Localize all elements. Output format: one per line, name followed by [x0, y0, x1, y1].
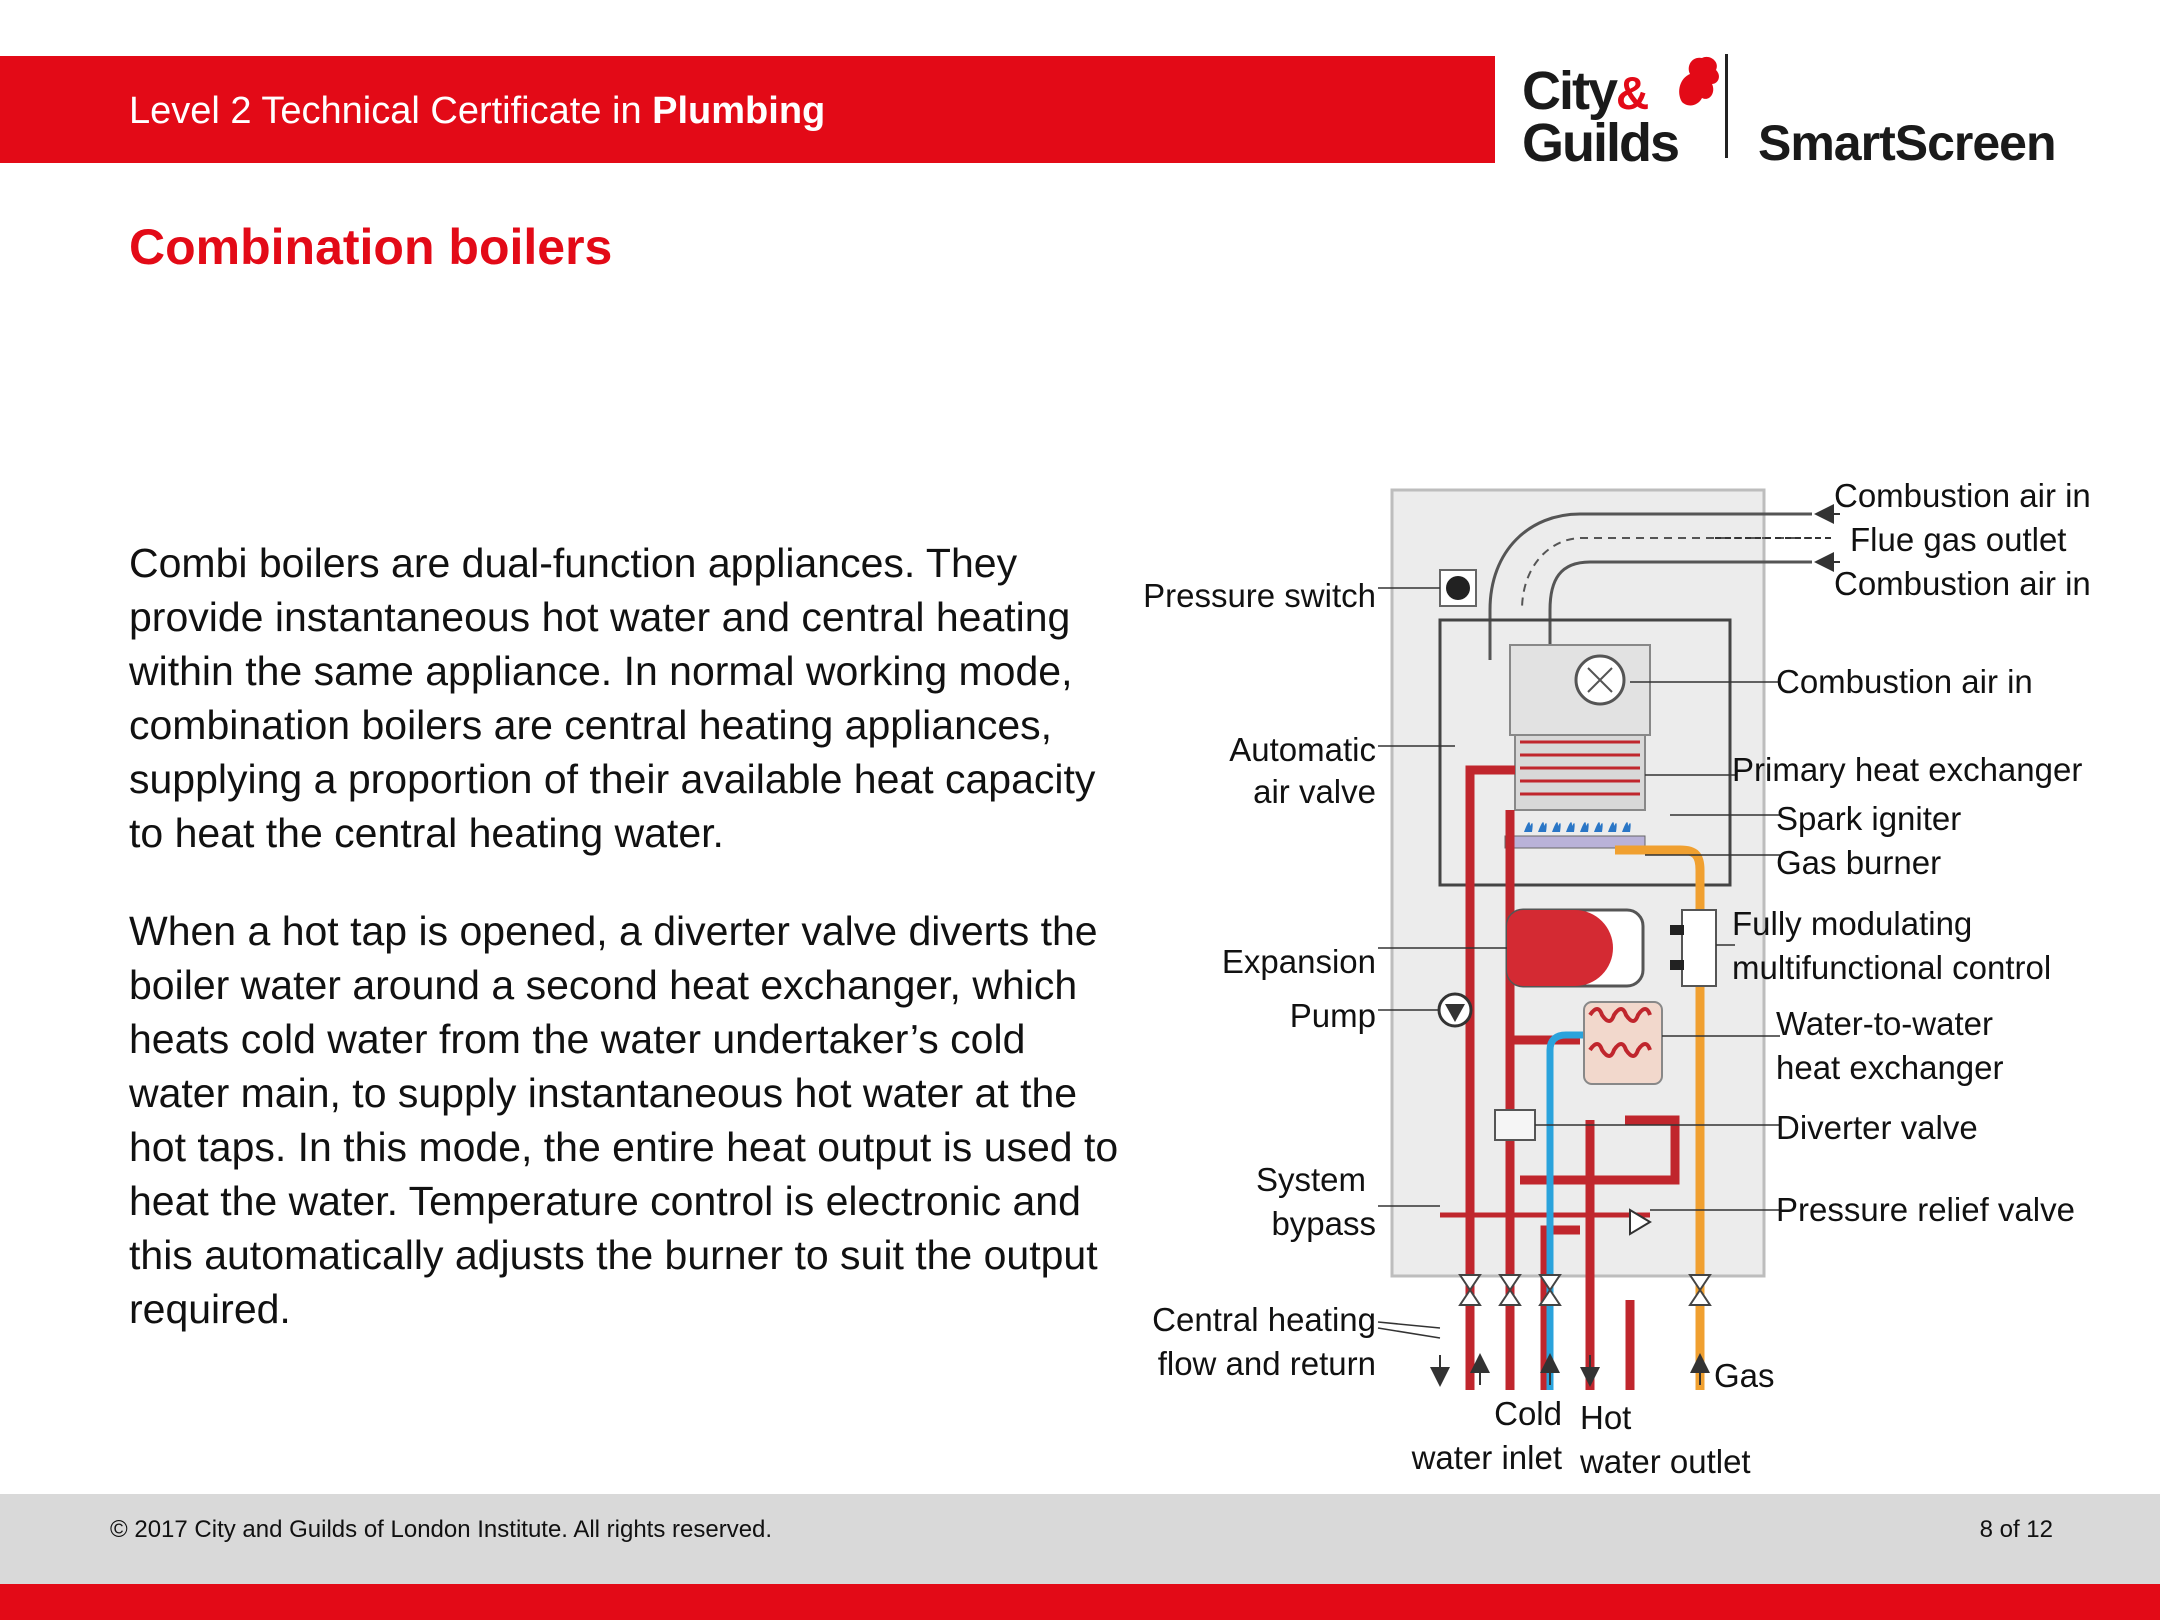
paragraph-2: When a hot tap is opened, a diverter val…: [129, 908, 1119, 1332]
label-water-to-water-line2: heat exchanger: [1776, 1049, 2004, 1086]
label-automatic-air-valve-line1: Automatic: [1229, 731, 1376, 768]
gas-control-shape: [1681, 909, 1717, 987]
header-bar: Level 2 Technical Certificate in Plumbin…: [0, 56, 1495, 163]
smartscreen-wordmark: SmartScreen: [1758, 115, 2056, 171]
label-combustion-air-in-top: Combustion air in: [1834, 477, 2091, 514]
label-central-heating-line1: Central heating: [1152, 1301, 1376, 1338]
label-gas: Gas: [1714, 1357, 1775, 1394]
combi-boiler-diagram: Combustion air in Flue gas outlet Combus…: [1110, 470, 2160, 1480]
label-pressure-relief-valve: Pressure relief valve: [1776, 1191, 2075, 1228]
relief-valve-shape: [1629, 1208, 1652, 1236]
heat-exchanger-shape: [1514, 734, 1646, 811]
bottom-red-stripe: [0, 1584, 2160, 1620]
page-title: Combination boilers: [129, 219, 613, 275]
label-system-bypass-line2: bypass: [1271, 1205, 1376, 1242]
brand-city: City: [1522, 61, 1618, 121]
label-cold-line1: Cold: [1494, 1395, 1562, 1432]
label-hot-line1: Hot: [1580, 1399, 1632, 1436]
label-pressure-switch: Pressure switch: [1143, 577, 1376, 614]
course-title-prefix: Level 2 Technical Certificate in: [129, 90, 653, 132]
gas-burner-bar: [1504, 835, 1646, 849]
logo-divider: [1725, 54, 1728, 158]
paragraph-1: Combi boilers are dual-function applianc…: [129, 540, 1096, 856]
label-cold-line2: water inlet: [1411, 1439, 1562, 1476]
page-indicator: 8 of 12: [1979, 1516, 2053, 1543]
copyright-text: © 2017 City and Guilds of London Institu…: [110, 1516, 773, 1543]
label-flue-gas-outlet: Flue gas outlet: [1850, 521, 2067, 558]
label-fully-modulating-line2: multifunctional control: [1732, 949, 2052, 986]
label-combustion-air-in-mid: Combustion air in: [1834, 565, 2091, 602]
label-hot-line2: water outlet: [1580, 1443, 1751, 1480]
brand-guilds: Guilds: [1522, 113, 1680, 173]
label-expansion: Expansion: [1221, 943, 1376, 980]
course-title: Level 2 Technical Certificate in Plumbin…: [129, 90, 825, 133]
label-system-bypass-line1: System: [1255, 1161, 1366, 1198]
label-primary-heat-exchanger: Primary heat exchanger: [1732, 751, 2083, 788]
label-central-heating-line2: flow and return: [1157, 1345, 1376, 1382]
label-pump: Pump: [1289, 997, 1376, 1034]
label-automatic-air-valve-line2: air valve: [1253, 773, 1376, 810]
course-title-subject: Plumbing: [652, 90, 826, 132]
label-spark-igniter: Spark igniter: [1776, 800, 1962, 837]
label-combustion-air-in-fan: Combustion air in: [1776, 663, 2033, 700]
label-fully-modulating-line1: Fully modulating: [1732, 905, 1973, 942]
footer-bar: © 2017 City and Guilds of London Institu…: [0, 1494, 2160, 1584]
label-gas-burner: Gas burner: [1776, 844, 1942, 881]
body-text: Combi boilers are dual-function applianc…: [129, 536, 1119, 1380]
diverter-valve-shape: [1494, 1109, 1536, 1141]
boiler-schematic: [1377, 488, 1840, 1390]
brand-amp: &: [1616, 67, 1649, 119]
label-diverter-valve: Diverter valve: [1776, 1109, 1978, 1146]
label-water-to-water-line1: Water-to-water: [1776, 1005, 1993, 1042]
lion-icon: [1679, 56, 1719, 106]
boiler-casing: [1390, 488, 1766, 1278]
city-and-guilds-logo: City& Guilds SmartScreen: [1510, 52, 2070, 172]
brand-wordmark: City& Guilds: [1522, 64, 1680, 170]
